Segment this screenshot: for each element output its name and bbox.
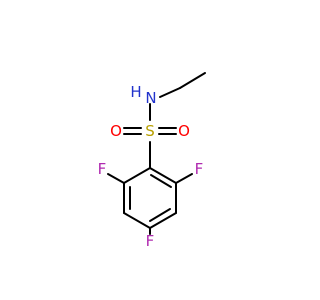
ring-bond-c1-c2: [149, 167, 177, 184]
bond-c6-f-left: [107, 173, 125, 184]
atom-oxygen-right: O: [178, 122, 190, 140]
ring-double-bond-inner-2: [149, 208, 171, 222]
bond-ch2-n: [159, 87, 181, 98]
ring-double-bond-inner-1: [150, 174, 172, 188]
bond-c2-f-right: [175, 173, 193, 184]
ring-bond-c4-c5: [123, 212, 151, 229]
molecule-diagram: H N S O O F F F: [98, 72, 206, 250]
structure-drawing: H N S O O F F F: [98, 72, 206, 250]
bond-ch3-ch2: [179, 72, 206, 89]
atom-oxygen-left: O: [110, 122, 122, 140]
atom-fluorine-bottom: F: [146, 232, 155, 250]
ring-bond-c3-c4: [149, 212, 177, 229]
ring-bond-c6-c1: [123, 167, 151, 184]
atom-sulfur: S: [145, 122, 155, 140]
atom-fluorine-left: F: [98, 160, 107, 178]
atom-hydrogen: H: [130, 83, 141, 101]
atom-fluorine-right: F: [195, 160, 204, 178]
atom-nitrogen: N: [145, 89, 156, 107]
